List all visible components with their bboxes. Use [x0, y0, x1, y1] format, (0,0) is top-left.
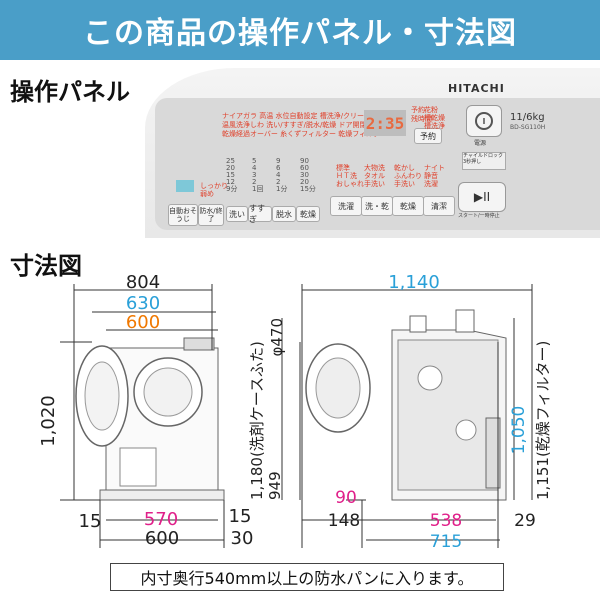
dry-button[interactable]: 乾燥 [296, 206, 320, 222]
mode-group-3: 乾かしふんわり手洗い [394, 164, 422, 188]
mode-group-5: 花粉槽乾燥槽洗浄 [424, 106, 445, 130]
banner-title: この商品の操作パネル・寸法図 [83, 16, 517, 51]
side-bottom-538: 538 [430, 511, 462, 531]
program-line-2: 温風洗浄しわ 洗い/すすぎ/脱水/乾燥 ドア開閉確認 [222, 121, 381, 129]
front-bottom-width: 600 [145, 528, 179, 549]
brand-logo: HITACHI [448, 82, 505, 95]
program-line-1: ナイアガラ 高温 水位自動設定 槽洗浄/クリーナー [222, 112, 379, 120]
mode-group-2: 大物洗タオル手洗い [364, 164, 385, 188]
left-text: しっかり弱め [200, 182, 228, 198]
side-width: 1,140 [388, 272, 440, 293]
door-height: 949 [266, 471, 284, 500]
side-label-yoyaku: 予約 [411, 106, 425, 114]
indicator-tag [176, 180, 194, 192]
side-bottom-29: 29 [514, 511, 536, 531]
waterproof-pan-note: 内寸奥行540mm以上の防水パンに入ります。 [110, 563, 504, 591]
auto-clean-button[interactable]: 自動おそうじ [168, 204, 198, 226]
side-view [305, 309, 507, 501]
time-display: 2:35 [364, 110, 406, 136]
front-width-mid: 630 [126, 293, 160, 314]
spin-button[interactable]: 脱水 [272, 206, 296, 222]
yoyaku-button[interactable]: 予約 [414, 128, 442, 144]
side-bottom-715: 715 [430, 532, 462, 552]
case-height: 1,180(洗剤ケースふた) [248, 341, 266, 500]
note-text: 内寸奥行540mm以上の防水パンに入ります。 [140, 569, 474, 588]
door-diameter: φ470 [268, 318, 286, 357]
page-banner: この商品の操作パネル・寸法図 [0, 0, 600, 60]
course-dry-button[interactable]: 乾燥 [392, 196, 424, 216]
front-bottom-left: 15 [79, 511, 102, 532]
front-view [75, 337, 225, 501]
side-label-remaining: 残時間 [411, 115, 432, 123]
waterproof-button[interactable]: 防水/終了 [198, 204, 224, 226]
course-clean-button[interactable]: 清潔 [423, 196, 455, 216]
wash-button[interactable]: 洗い [226, 206, 248, 222]
front-bottom-mid: 570 [144, 509, 178, 530]
start-pause-label: スタート/一時停止 [458, 213, 500, 219]
mode-group-4: ナイト静音洗濯 [424, 164, 445, 188]
capacity-label: 11/6kg [510, 112, 545, 123]
power-label: 電源 [474, 140, 487, 147]
side-bottom-90: 90 [335, 488, 357, 508]
power-button[interactable]: I [466, 105, 502, 137]
program-line-3: 乾燥経過オーバー 糸くずフィルター 乾燥フィルター [222, 130, 388, 138]
side-height-filter: 1,151(乾燥フィルター) [534, 341, 552, 500]
side-bottom-148: 148 [328, 511, 360, 531]
front-width-inner: 600 [126, 312, 160, 333]
side-height-blue: 1,050 [509, 406, 529, 455]
dims-section-title: 寸法図 [10, 252, 82, 280]
front-bottom-extra: 30 [231, 528, 254, 549]
power-icon: I [475, 112, 493, 130]
child-lock-label: チャイルドロック 3秒押し [462, 152, 506, 170]
front-bottom-right: 15 [229, 506, 252, 527]
start-pause-button[interactable]: ▶II [458, 182, 506, 212]
rinse-button[interactable]: すすぎ [248, 204, 272, 224]
front-height: 1,020 [38, 395, 59, 447]
panel-section-title: 操作パネル [10, 78, 130, 106]
model-number: BD-SG110H [510, 124, 546, 131]
front-width-total: 804 [126, 272, 160, 293]
play-pause-icon: ▶II [473, 190, 491, 204]
